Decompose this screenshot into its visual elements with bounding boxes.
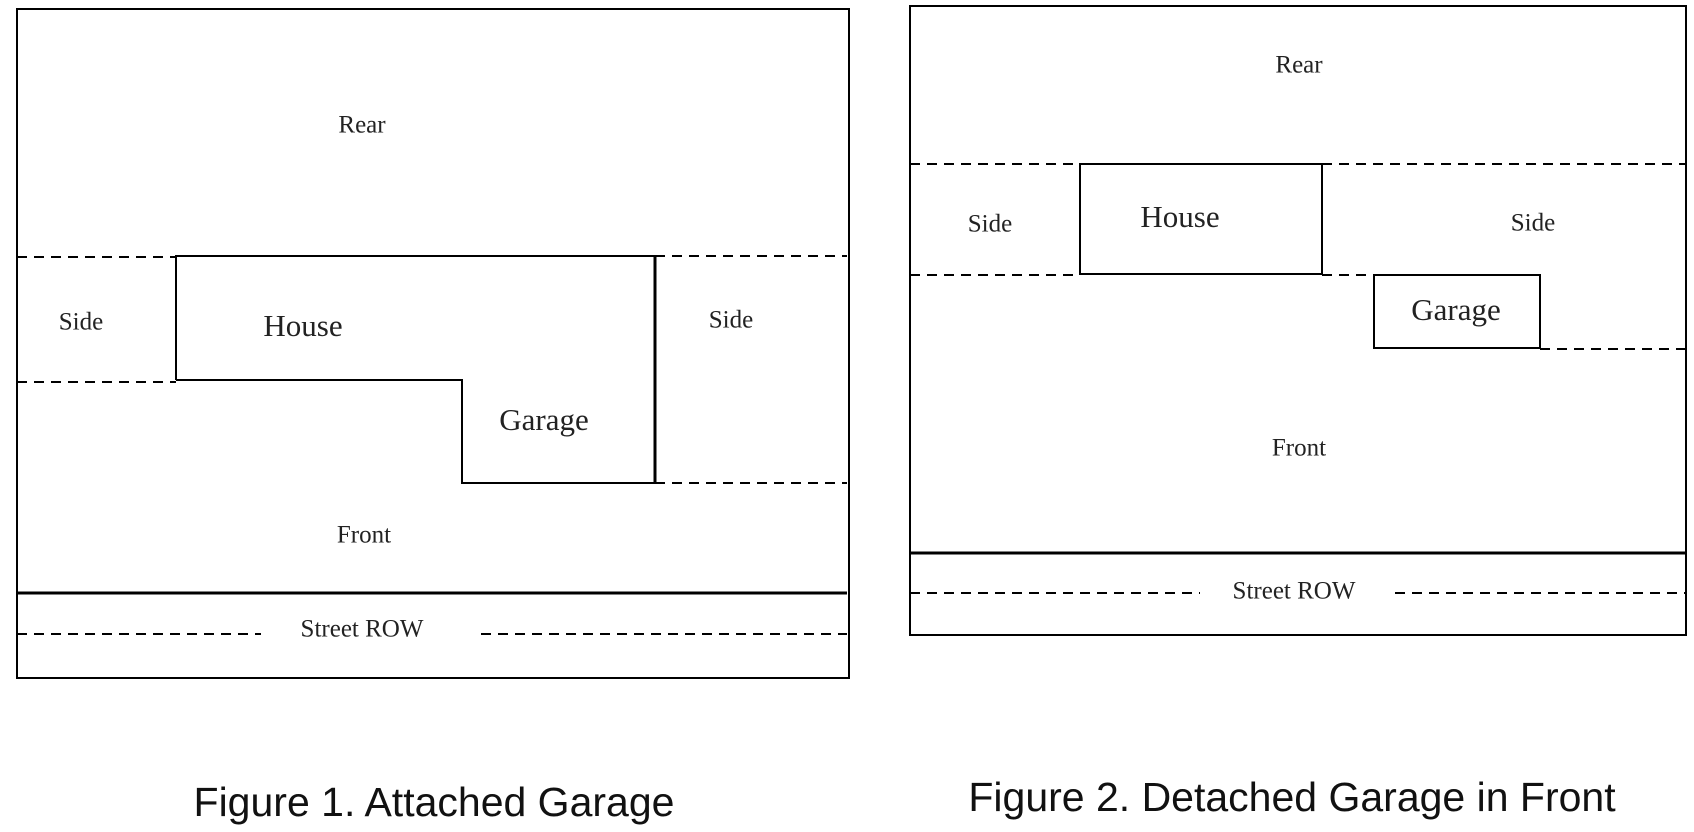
garage-label: Garage (1411, 292, 1501, 327)
lot-boundary (16, 8, 850, 679)
figure-1-caption: Figure 1. Attached Garage (194, 779, 675, 825)
house-outline (175, 255, 655, 380)
house-garage-front-outline (176, 379, 655, 484)
house-label: House (263, 308, 342, 343)
house-label: House (1140, 199, 1219, 234)
garage-outline (1373, 274, 1541, 349)
house-outline (1079, 163, 1323, 275)
side-left-label: Side (968, 211, 1012, 238)
street-row-label: Street ROW (301, 616, 424, 643)
front-label: Front (337, 522, 391, 549)
side-right-label: Side (709, 307, 753, 334)
garage-label: Garage (499, 402, 589, 437)
side-left-label: Side (59, 309, 103, 336)
rear-label: Rear (338, 112, 386, 139)
rear-label: Rear (1275, 52, 1323, 79)
side-right-label: Side (1511, 210, 1555, 237)
figure-2-detached-garage: Rear Side House Side Garage Front Street… (909, 5, 1687, 820)
lot-boundary (909, 5, 1687, 636)
figure-1-attached-garage: Rear Side House Side Garage Front Street… (16, 8, 850, 825)
figure-2-caption: Figure 2. Detached Garage in Front (968, 774, 1616, 820)
street-row-label: Street ROW (1233, 578, 1356, 605)
front-label: Front (1272, 435, 1326, 462)
